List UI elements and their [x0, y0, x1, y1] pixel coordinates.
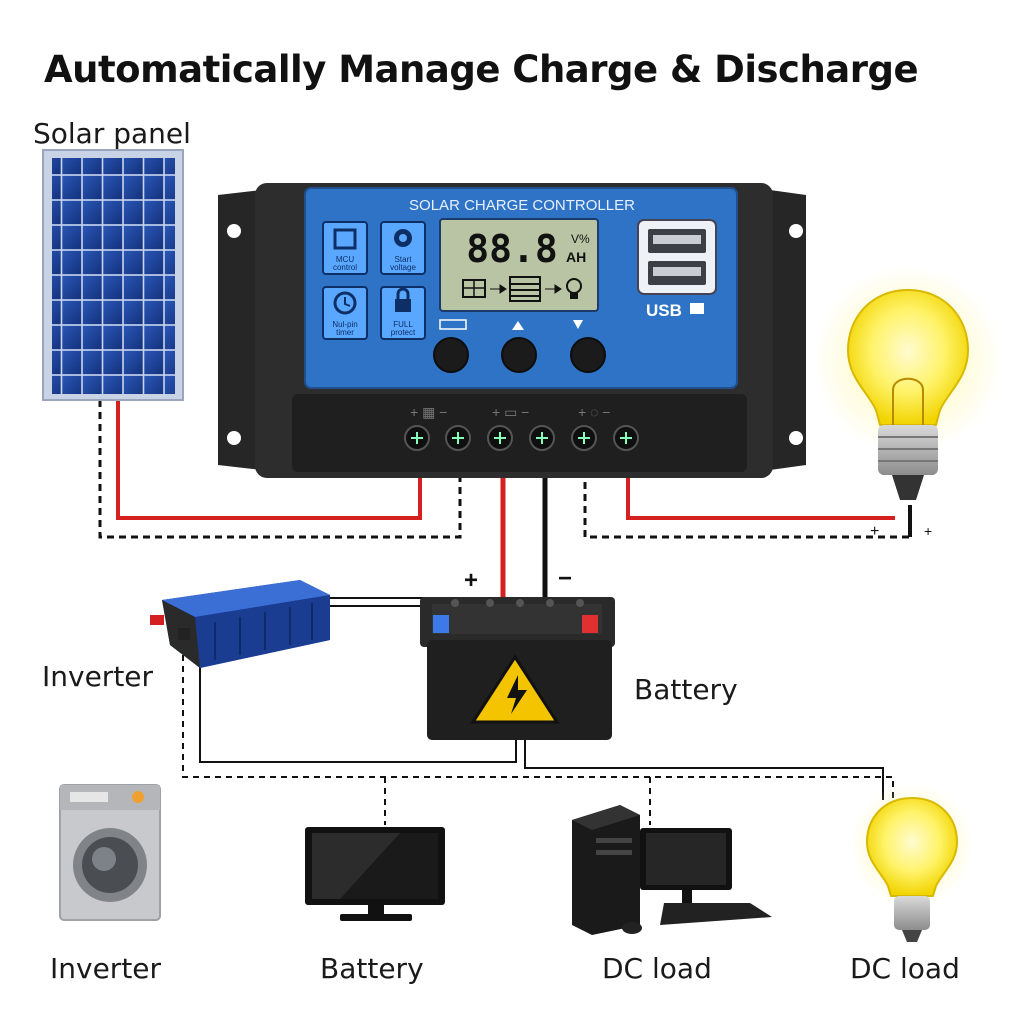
- clock-icon: Nul-pin timer: [322, 286, 368, 340]
- svg-text:voltage: voltage: [390, 263, 416, 272]
- battery-label: Battery: [634, 673, 738, 706]
- light-bulb-icon: [813, 265, 1003, 500]
- mount-hole: [227, 224, 241, 238]
- svg-text:+ ◌ −: + ◌ −: [578, 404, 610, 420]
- washing-machine-icon: [59, 784, 161, 921]
- lamp-plus-right: +: [924, 523, 932, 539]
- minus-sign: −: [558, 565, 572, 592]
- svg-text:+ ▦ −: + ▦ −: [410, 404, 447, 420]
- monitor-icon: [305, 827, 445, 921]
- battery-device: [420, 597, 615, 740]
- page-title: Automatically Manage Charge & Discharge: [44, 48, 919, 91]
- screw-terminals[interactable]: [404, 425, 639, 451]
- down-button[interactable]: [570, 337, 606, 373]
- lcd-value: 88.8: [466, 227, 558, 271]
- svg-text:MCU: MCU: [336, 255, 354, 264]
- plus-sign: +: [464, 567, 478, 594]
- inverter-label: Inverter: [42, 660, 154, 693]
- inverter-device: [150, 580, 330, 668]
- dc-light-bulb-icon: [850, 783, 974, 942]
- gear-icon: Start voltage: [380, 221, 426, 275]
- controller-heading: SOLAR CHARGE CONTROLLER: [409, 197, 635, 214]
- usb-label: USB: [646, 301, 682, 320]
- solar-panel-label: Solar panel: [33, 117, 191, 150]
- svg-text:+ ▭ −: + ▭ −: [492, 404, 529, 420]
- svg-text:Start: Start: [395, 255, 413, 264]
- svg-text:FULL: FULL: [393, 320, 413, 329]
- svg-text:protect: protect: [391, 328, 416, 337]
- solar-panel: [42, 149, 184, 401]
- svg-text:timer: timer: [336, 328, 354, 337]
- load-positive-wire: [626, 470, 895, 520]
- up-button[interactable]: [501, 337, 537, 373]
- mount-hole: [227, 431, 241, 445]
- usb-ports[interactable]: [637, 219, 717, 295]
- mount-hole: [789, 224, 803, 238]
- bottom-label-computer: DC load: [602, 952, 712, 985]
- svg-text:Nul-pin: Nul-pin: [332, 320, 357, 329]
- desktop-computer-icon: [572, 805, 772, 935]
- bottom-label-bulb: DC load: [850, 952, 960, 985]
- lcd-flow-icon: [462, 276, 582, 302]
- lamp-plus-left: +: [870, 523, 879, 540]
- lcd-units-bottom: AH: [566, 249, 586, 265]
- svg-text:control: control: [333, 263, 357, 272]
- menu-button[interactable]: [433, 337, 469, 373]
- solar-negative-wire: [98, 400, 462, 539]
- mount-hole: [789, 431, 803, 445]
- chip-icon: MCU control: [322, 221, 368, 275]
- lcd-units-top: V%: [571, 232, 590, 246]
- lock-icon: FULL protect: [380, 286, 426, 340]
- bottom-label-washer: Inverter: [50, 952, 162, 985]
- wiring: [98, 400, 912, 825]
- solar-positive-wire: [116, 400, 422, 520]
- load-negative-wire: [583, 470, 910, 539]
- charge-controller: SOLAR CHARGE CONTROLLER 88.8 V% AH MCU c…: [218, 183, 806, 478]
- bottom-label-monitor: Battery: [320, 952, 424, 985]
